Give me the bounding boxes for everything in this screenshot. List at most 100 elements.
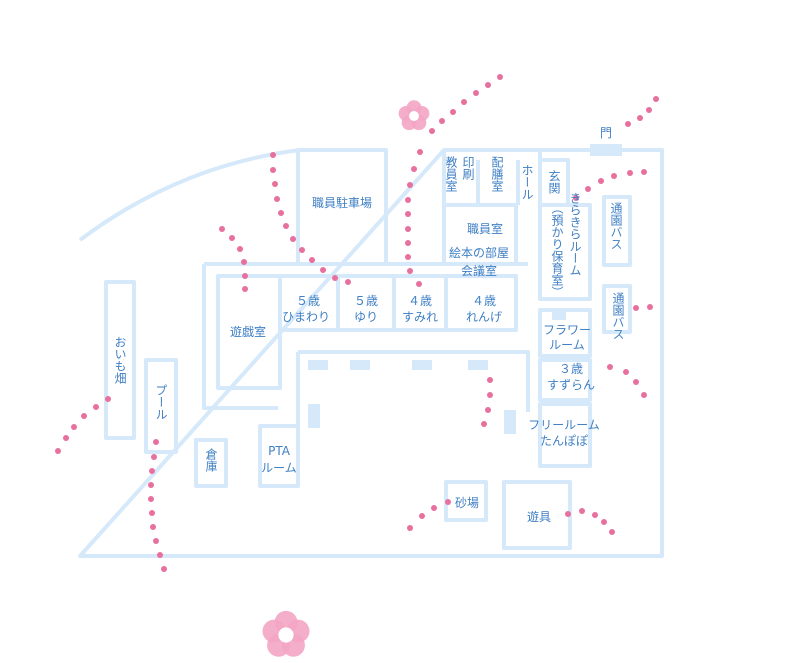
flower-dot bbox=[627, 170, 633, 176]
flower-dot bbox=[63, 435, 69, 441]
flower-dot bbox=[219, 226, 225, 232]
label-renge-name: れんげ bbox=[465, 310, 502, 324]
corridor-block bbox=[350, 360, 370, 370]
flower-dot bbox=[81, 413, 87, 419]
map-walls bbox=[78, 148, 664, 558]
room-tanpopo bbox=[538, 402, 592, 468]
flower-dot bbox=[405, 211, 411, 217]
flower-dot bbox=[637, 115, 643, 121]
flower-dot bbox=[487, 392, 493, 398]
blossom-center bbox=[409, 111, 419, 121]
label-storage: 倉庫 bbox=[204, 448, 218, 472]
label-yuri-age: ５歳 bbox=[353, 294, 378, 308]
flower-dot bbox=[485, 82, 491, 88]
label-printing: 印刷 bbox=[461, 156, 475, 180]
corridor-block bbox=[308, 360, 328, 370]
flower-dot bbox=[345, 279, 351, 285]
room-suzuran bbox=[538, 358, 592, 402]
flower-dot bbox=[407, 182, 413, 188]
flower-dot bbox=[242, 273, 248, 279]
flower-dot bbox=[153, 538, 159, 544]
flower-dot bbox=[283, 223, 289, 229]
label-flower-room-2: ルーム bbox=[549, 338, 585, 352]
flower-dot bbox=[623, 369, 629, 375]
flower-dot bbox=[607, 364, 613, 370]
flower-dot bbox=[646, 107, 652, 113]
flower-dot bbox=[309, 257, 315, 263]
label-serving-room: 配膳室 bbox=[490, 156, 504, 192]
courtyard-corridor bbox=[296, 350, 530, 426]
label-playroom: 遊戯室 bbox=[229, 325, 266, 339]
flower-dot bbox=[149, 510, 155, 516]
label-staff-parking: 職員駐車場 bbox=[311, 196, 372, 210]
label-sumire-name: すみれ bbox=[401, 310, 438, 324]
flower-dot bbox=[625, 121, 631, 127]
corridor-block bbox=[552, 308, 566, 320]
flower-dot bbox=[411, 166, 417, 172]
classroom-wing bbox=[202, 262, 528, 410]
label-free-room-2: たんぽぽ bbox=[539, 434, 588, 448]
flower-dot bbox=[439, 118, 445, 124]
flower-dot bbox=[150, 524, 156, 530]
bus-stop-2 bbox=[602, 284, 632, 334]
flower-dot bbox=[485, 407, 491, 413]
flower-dot bbox=[641, 169, 647, 175]
flower-dot bbox=[278, 210, 284, 216]
flower-dot bbox=[105, 396, 111, 402]
flower-dot bbox=[611, 173, 617, 179]
label-sandbox: 砂場 bbox=[454, 496, 479, 510]
pta-room-area bbox=[258, 424, 300, 488]
flower-dot bbox=[473, 90, 479, 96]
room-kirakira bbox=[538, 203, 592, 301]
flower-dot bbox=[565, 511, 571, 517]
corridor-block bbox=[308, 404, 320, 428]
flower-dot bbox=[157, 552, 163, 558]
corridor-block bbox=[504, 410, 516, 434]
flower-dot bbox=[487, 377, 493, 383]
label-himawari-name: ひまわり bbox=[281, 310, 330, 324]
label-picture-book-room: 絵本の部屋 bbox=[448, 246, 509, 260]
label-kirakira-room: きらきらルーム bbox=[568, 192, 582, 276]
label-bus-1: 通園バス bbox=[609, 202, 623, 250]
flower-dot bbox=[148, 496, 154, 502]
label-yuri-name: ゆり bbox=[353, 310, 378, 324]
flower-dot bbox=[148, 482, 154, 488]
flower-dot bbox=[153, 439, 159, 445]
flower-dot bbox=[633, 379, 639, 385]
label-bus-2: 通園バス bbox=[611, 292, 625, 340]
label-sumire-age: ４歳 bbox=[407, 294, 432, 308]
flower-dot bbox=[320, 267, 326, 273]
label-teachers-room: 教員室 bbox=[444, 156, 458, 192]
flower-dot bbox=[407, 525, 413, 531]
flower-dot bbox=[461, 99, 467, 105]
flower-dot-trails bbox=[55, 74, 659, 572]
flower-dot bbox=[573, 195, 579, 201]
label-renge-age: ４歳 bbox=[471, 294, 496, 308]
room-renge bbox=[444, 274, 518, 332]
label-free-room-1: フリールーム bbox=[528, 418, 600, 432]
flower-dot bbox=[416, 281, 422, 287]
flower-dot bbox=[598, 178, 604, 184]
flower-dot bbox=[445, 499, 451, 505]
label-potato-field: おいも畑 bbox=[113, 336, 127, 384]
flower-dot bbox=[299, 247, 305, 253]
flower-dot bbox=[241, 259, 247, 265]
label-staff-room: 職員室 bbox=[466, 222, 503, 236]
label-entrance: 玄関 bbox=[547, 170, 561, 194]
label-himawari-age: ５歳 bbox=[295, 294, 320, 308]
flower-dot bbox=[601, 519, 607, 525]
flower-dot bbox=[647, 304, 653, 310]
cherry-blossom-icon bbox=[398, 100, 430, 131]
label-pool: プール bbox=[154, 384, 168, 420]
flower-dot bbox=[151, 454, 157, 460]
cherry-blossoms bbox=[262, 100, 430, 657]
label-playground-equipment: 遊具 bbox=[526, 510, 551, 524]
flower-dot bbox=[242, 286, 248, 292]
flower-dot bbox=[579, 508, 585, 514]
flower-dot bbox=[405, 226, 411, 232]
flower-dot bbox=[274, 196, 280, 202]
corridor-block bbox=[412, 360, 432, 370]
flower-dot bbox=[229, 235, 235, 241]
flower-dot bbox=[592, 512, 598, 518]
flower-dot bbox=[405, 254, 411, 260]
